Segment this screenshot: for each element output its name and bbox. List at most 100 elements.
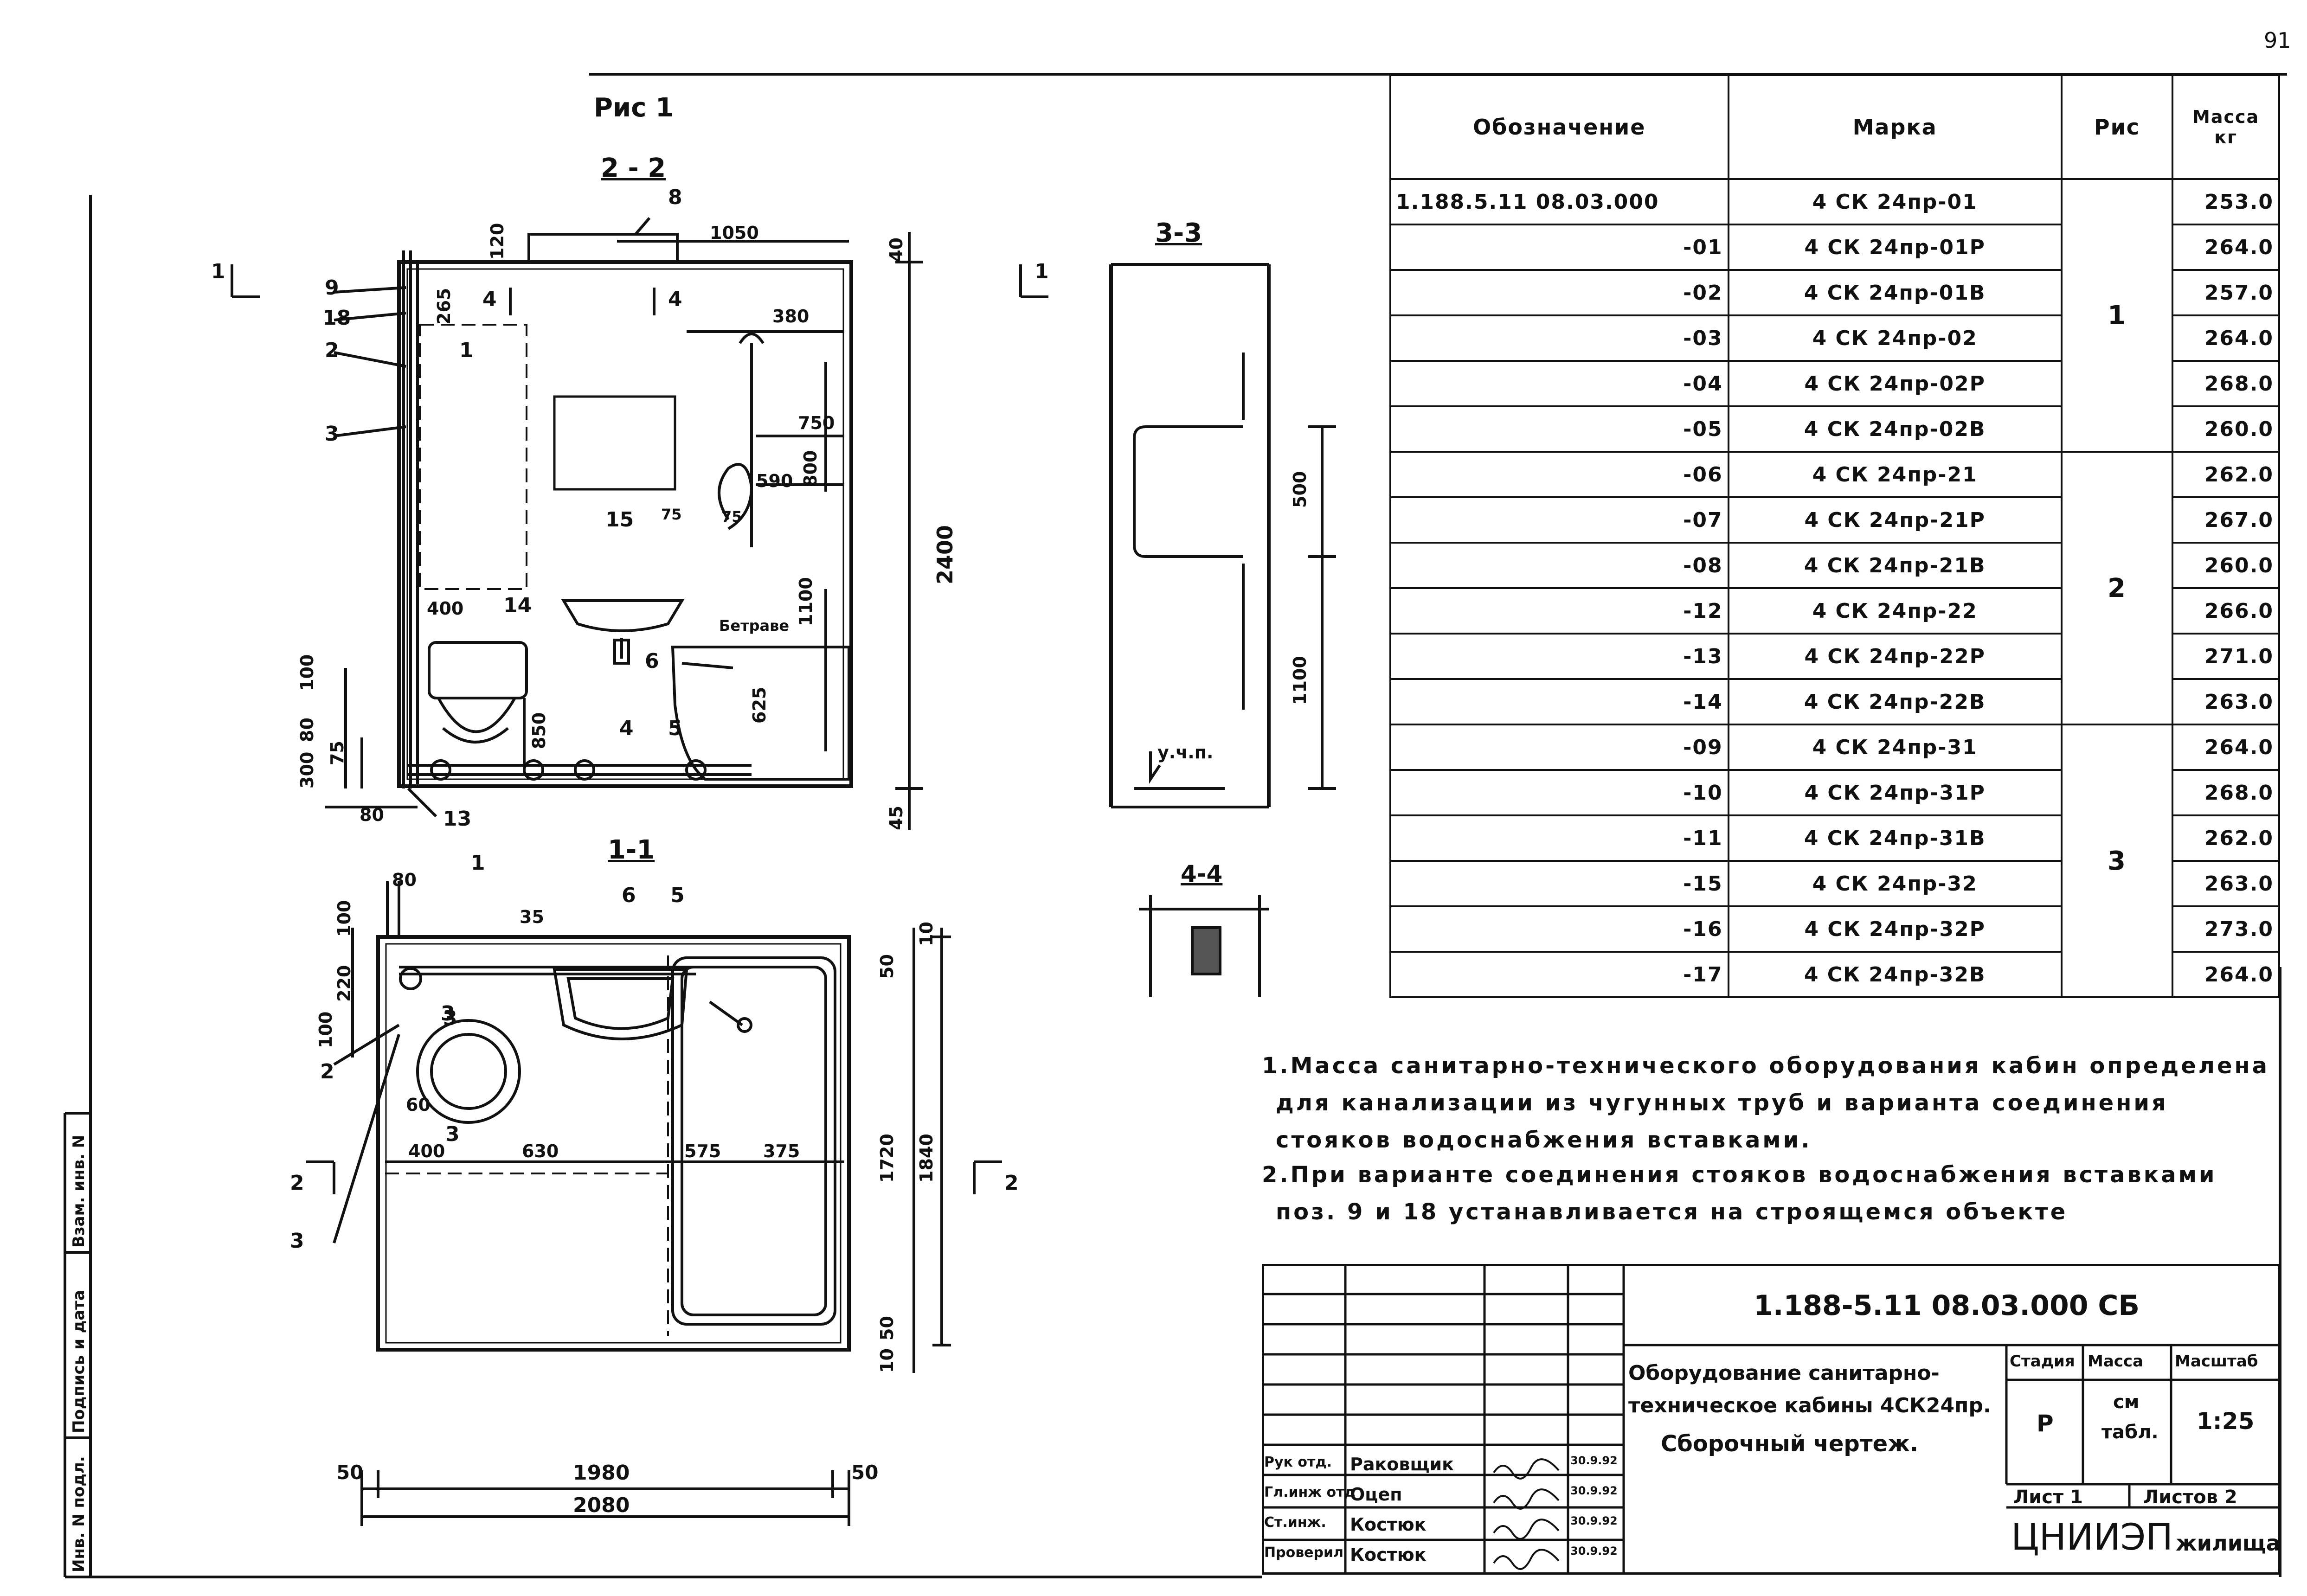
mark-cell: 4 СК 24пр-31В [1727,814,2063,862]
dimension-label: 80 [297,718,317,742]
cut-mark: 3 [441,1002,455,1026]
mass-cell: 264.0 [2172,724,2280,771]
mass-cell: 268.0 [2172,769,2280,816]
dimension-label: 850 [529,712,549,749]
dimension-label: 220 [334,965,354,1002]
column-header: Масса кг [2172,74,2280,180]
stage-header: Стадия [2010,1352,2075,1371]
stage-value: Р [2037,1410,2054,1437]
dimension-label: 1100 [1290,656,1310,705]
designation-cell: -10 [1389,769,1729,816]
dimension-label: Бетраве [719,617,790,635]
note-line: для канализации из чугунных труб и вариа… [1276,1090,2168,1116]
cut-mark: 1 [211,260,225,283]
dimension-label: 400 [408,1141,445,1161]
item-label: 3 [290,1229,304,1253]
signature-date: 30.9.92 [1570,1545,1618,1558]
dimension-label: 265 [434,288,454,325]
mass-cell: 267.0 [2172,496,2280,544]
mark-cell: 4 СК 24пр-31Р [1727,769,2063,816]
section-label-2-2: 2 - 2 [601,153,666,183]
mass-cell: 266.0 [2172,587,2280,635]
drawing-title-line: техническое кабины 4СК24пр. [1628,1394,1991,1417]
dimension-label: 120 [487,223,508,260]
dimension-label: 80 [392,870,417,890]
dimension-label: 400 [427,598,464,619]
mass-header: Масса [2088,1352,2144,1371]
dimension-label: 575 [684,1141,721,1161]
item-label: 1 [471,851,485,875]
signature-name: Оцеп [1350,1484,1402,1505]
mass-cell: 260.0 [2172,405,2280,453]
designation-cell: -12 [1389,587,1729,635]
margin-stamp-label: Взам. инв. N [70,1135,88,1248]
column-header: Рис [2060,74,2174,180]
cut-mark: 3 [445,1122,460,1146]
column-header: Марка [1727,74,2063,180]
item-label: 4 [619,717,634,740]
item-label: 18 [322,306,351,330]
item-label: 5 [670,884,685,907]
mark-cell: 4 СК 24пр-32Р [1727,905,2063,953]
mark-cell: 4 СК 24пр-21В [1727,542,2063,589]
dimension-label: 1050 [710,223,759,243]
mark-cell: 4 СК 24пр-02 [1727,314,2063,362]
designation-cell: -08 [1389,542,1729,589]
cut-mark: 4 [668,288,682,311]
mark-cell: 4 СК 24пр-01Р [1727,224,2063,271]
dimension-label: 1720 [877,1134,897,1183]
figure-cell: 2 [2060,451,2174,725]
mass-cell: 260.0 [2172,542,2280,589]
dimension-label: 625 [749,686,770,724]
item-label: 14 [503,594,532,617]
designation-cell: -14 [1389,678,1729,725]
mark-cell: 4 СК 24пр-01 [1727,178,2063,225]
mark-cell: 4 СК 24пр-22Р [1727,633,2063,680]
signature-date: 30.9.92 [1570,1454,1618,1467]
dimension-label: 50 [851,1461,879,1484]
sheet-number: Лист 1 [2013,1487,2083,1508]
mass-cell: 273.0 [2172,905,2280,953]
dimension-label: 300 [297,751,317,788]
column-header: Обозначение [1389,74,1729,180]
scale-header: Масштаб [2175,1352,2258,1371]
signature-date: 30.9.92 [1570,1484,1618,1497]
dimension-label: 40 [886,237,906,262]
mark-cell: 4 СК 24пр-01В [1727,269,2063,316]
designation-cell: -06 [1389,451,1729,498]
signature-date: 30.9.92 [1570,1514,1618,1527]
mass-cell: 262.0 [2172,451,2280,498]
figure-label: Рис 1 [594,93,674,123]
mass-cell: 263.0 [2172,678,2280,725]
cut-mark: 1 [1035,260,1049,283]
signature-role: Проверил [1264,1545,1343,1561]
dimension-label: 630 [522,1141,559,1161]
dimension-label: 50 [336,1461,364,1484]
mark-cell: 4 СК 24пр-32 [1727,860,2063,907]
margin-stamp-label: Подпись и дата [70,1290,88,1433]
item-label: 6 [645,649,659,673]
mark-cell: 4 СК 24пр-22 [1727,587,2063,635]
signature-role: Гл.инж отд [1264,1484,1356,1500]
designation-cell: -17 [1389,951,1729,998]
cut-mark: 2 [1004,1171,1019,1195]
designation-cell: -03 [1389,314,1729,362]
drawing-title-line: Оборудование санитарно- [1628,1361,1940,1385]
dimension-label: 10 [877,1348,897,1373]
dimension-label: 75 [661,506,682,523]
designation-cell: -01 [1389,224,1729,271]
organization-suffix: жилища [2176,1531,2281,1556]
mass-cell: 264.0 [2172,314,2280,362]
dimension-label: 1100 [796,577,816,626]
document-number: 1.188-5.11 08.03.000 СБ [1754,1289,2140,1322]
dimension-label: 100 [315,1011,336,1048]
section-label-4-4: 4-4 [1181,860,1223,887]
item-label: 1 [459,339,474,362]
drawing-title-line: Сборочный чертеж. [1661,1431,1919,1457]
